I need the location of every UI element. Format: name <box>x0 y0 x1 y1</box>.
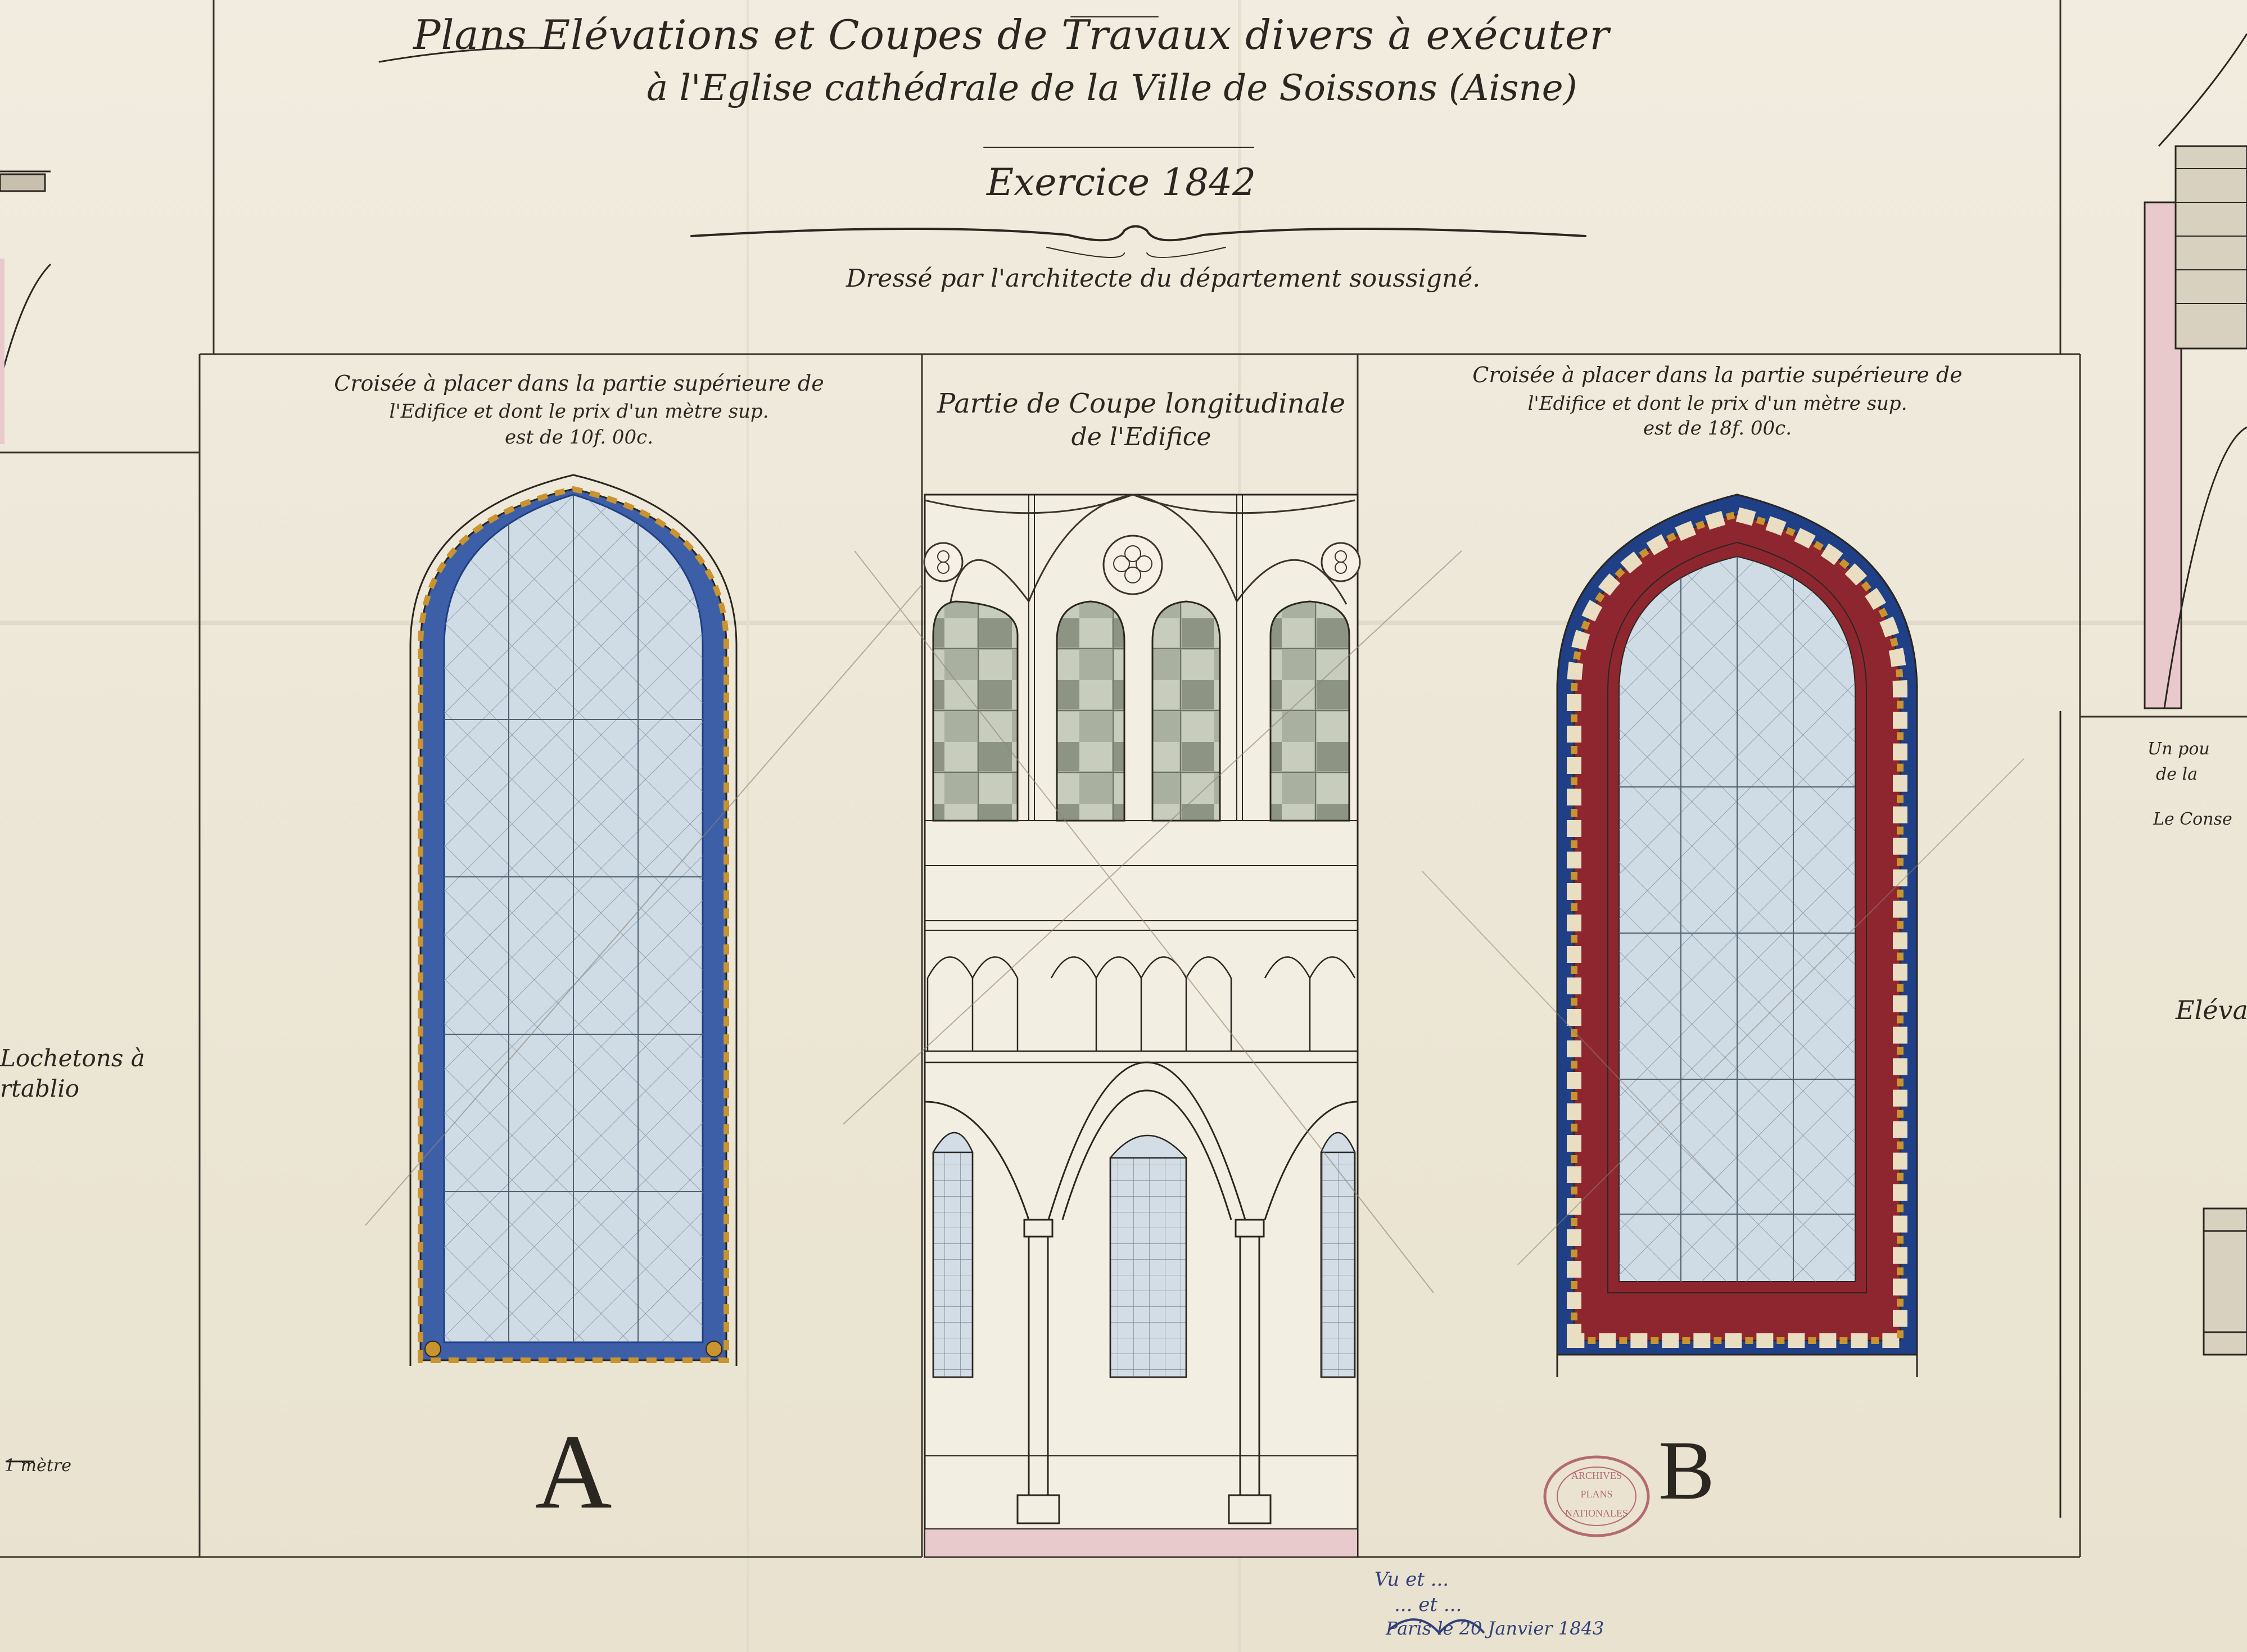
section-caption-1: Partie de Coupe longitudinale <box>937 388 1346 419</box>
signature-scribble <box>1387 1618 1485 1635</box>
panel-a-letter: A <box>535 1413 612 1531</box>
panel-b-letter: B <box>1658 1424 1715 1517</box>
panel-a-caption-2: l'Edifice et dont le prix d'un mètre sup… <box>389 400 769 423</box>
window-b <box>1556 494 1918 1377</box>
panel-b-caption-2: l'Edifice et dont le prix d'un mètre sup… <box>1527 392 1907 415</box>
footer-note-line-1: Vu et ... <box>1375 1568 1449 1591</box>
author-line: Dressé par l'architecte du département s… <box>846 264 1481 293</box>
panel-a-caption-3: est de 10f. 00c. <box>504 426 654 449</box>
panel-a-caption-1: Croisée à placer dans la partie supérieu… <box>334 371 824 396</box>
footer-note-line-3: Paris le 20 Janvier 1843 <box>1386 1618 1604 1639</box>
title-flourishes <box>378 16 1586 258</box>
right-fragment-line-2: de la <box>2156 764 2198 784</box>
stamp-line-3: NATIONALES <box>1565 1508 1628 1519</box>
exercise-year: Exercice 1842 <box>987 161 1256 204</box>
footer-note-line-2: ... et ... <box>1394 1594 1462 1616</box>
left-scale-label: 1 mètre <box>4 1456 71 1476</box>
title-line-1: Plans Elévations et Coupes de Travaux di… <box>413 11 1610 58</box>
left-fragment <box>0 170 52 1463</box>
section-caption-2: de l'Edifice <box>1071 423 1211 451</box>
panel-b-caption-1: Croisée à placer dans la partie supérieu… <box>1472 363 1963 387</box>
right-fragment-line-4: Eléva <box>2176 995 2247 1025</box>
stamp-line-1: ARCHIVES <box>1571 1470 1622 1481</box>
right-fragment <box>2059 33 2247 1518</box>
title-line-2: à l'Eglise cathédrale de la Ville de Soi… <box>646 67 1577 109</box>
section-drawing <box>365 494 1462 1558</box>
right-fragment-line-1: Un pou <box>2147 739 2210 759</box>
archive-stamp <box>1543 1455 1650 1537</box>
right-fragment-line-3: Le Conse <box>2153 809 2232 829</box>
left-fragment-line-1: Lochetons à <box>0 1044 145 1072</box>
left-fragment-line-2: rtablio <box>0 1075 80 1102</box>
frame-lines <box>0 0 2247 1558</box>
window-a <box>409 474 738 1366</box>
stamp-line-2: PLANS <box>1580 1488 1613 1500</box>
panel-b-caption-3: est de 18f. 00c. <box>1643 417 1792 440</box>
